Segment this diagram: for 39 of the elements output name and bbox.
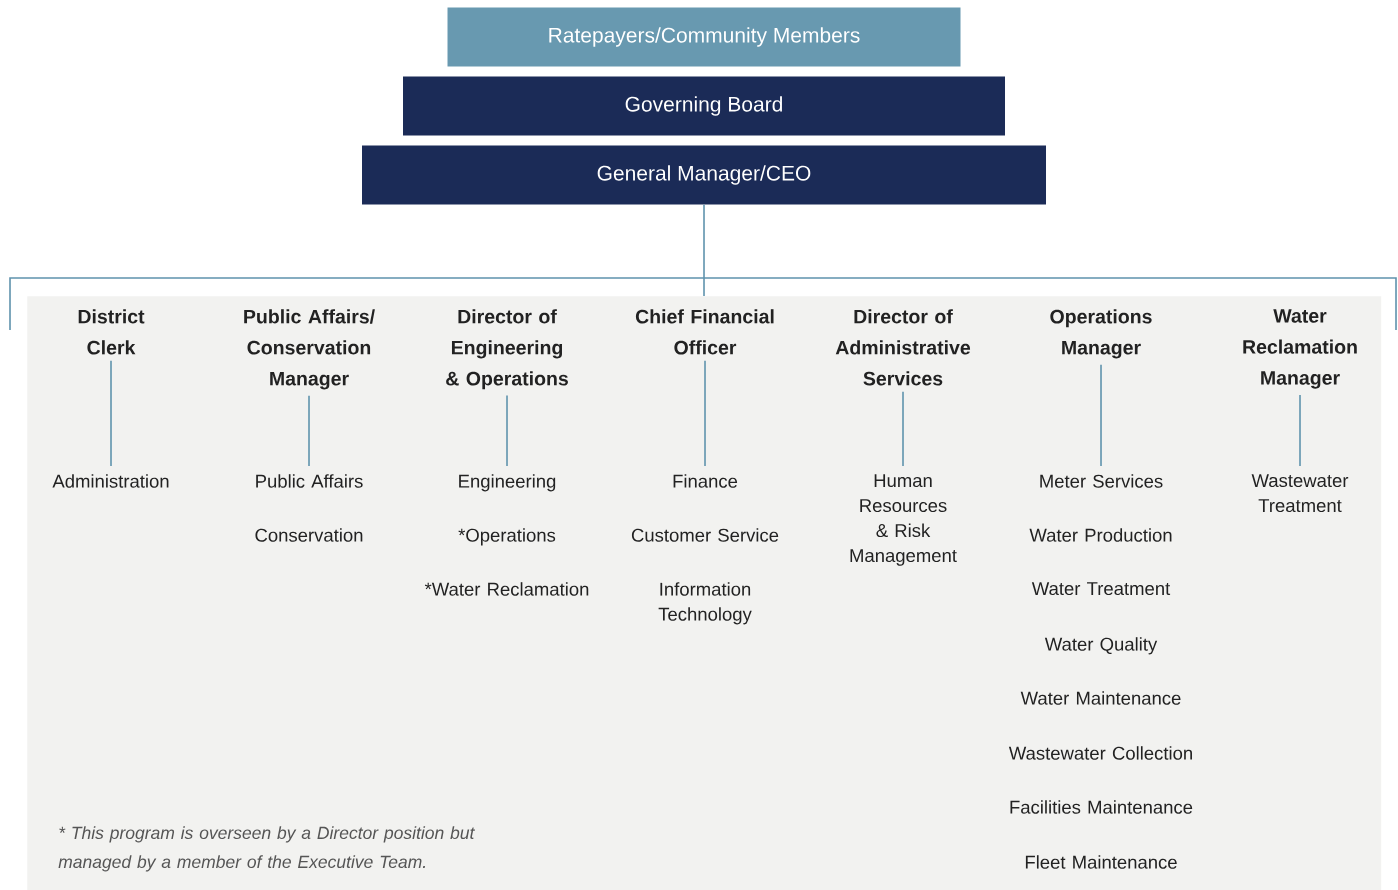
panel-background (27, 296, 1382, 890)
connector-line (1100, 363, 1102, 467)
department-text: Human Resources & Risk Management (850, 474, 957, 566)
connector-line (308, 394, 310, 467)
role-heading: Chief Financial Officer (635, 309, 774, 355)
department-text: Water Maintenance (1020, 691, 1181, 705)
department-text: Meter Services (1040, 474, 1163, 488)
department-text: Engineering (459, 474, 556, 492)
role-heading: Director of Administrative Services (835, 309, 971, 386)
department-text: Water Treatment (1031, 582, 1171, 596)
department-text: Administration (52, 474, 169, 488)
department-text: Finance (673, 474, 738, 488)
title-box: General Manager/CEO (362, 145, 1046, 205)
department-text: *Operations (458, 528, 556, 546)
department-text: Public Affairs (256, 474, 363, 488)
role-heading: Director of Engineering & Operations (446, 309, 568, 390)
department-text: Fleet Maintenance (1025, 855, 1177, 869)
role-heading: District Clerk (78, 309, 145, 355)
title-box: Governing Board (403, 76, 1005, 136)
connector-line (506, 394, 508, 467)
connector-line (902, 390, 904, 467)
connector-line (110, 359, 112, 467)
department-text: Conservation (255, 528, 363, 542)
department-text: Wastewater Collection (1008, 746, 1192, 760)
department-text: Water Quality (1044, 637, 1158, 655)
role-heading: Public Affairs/ Conservation Manager (244, 309, 375, 390)
department-text: Water Production (1029, 528, 1172, 542)
department-text: Facilities Maintenance (1010, 800, 1193, 814)
connector-line (704, 359, 706, 467)
department-text: Information Technology (658, 582, 752, 625)
role-heading: Water Reclamation Manager (1243, 309, 1357, 389)
department-text: Wastewater Treatment (1251, 474, 1349, 513)
department-text: *Water Reclamation (424, 582, 589, 596)
title-box: Ratepayers/Community Members (447, 7, 961, 67)
department-text: Customer Service (631, 528, 779, 542)
connector-line (1299, 394, 1301, 467)
connector-line (703, 203, 705, 297)
role-heading: Operations Manager (1050, 309, 1152, 359)
footnote: * This program is overseen by a Director position but managed by a member of the Executive Team. (58, 826, 475, 872)
